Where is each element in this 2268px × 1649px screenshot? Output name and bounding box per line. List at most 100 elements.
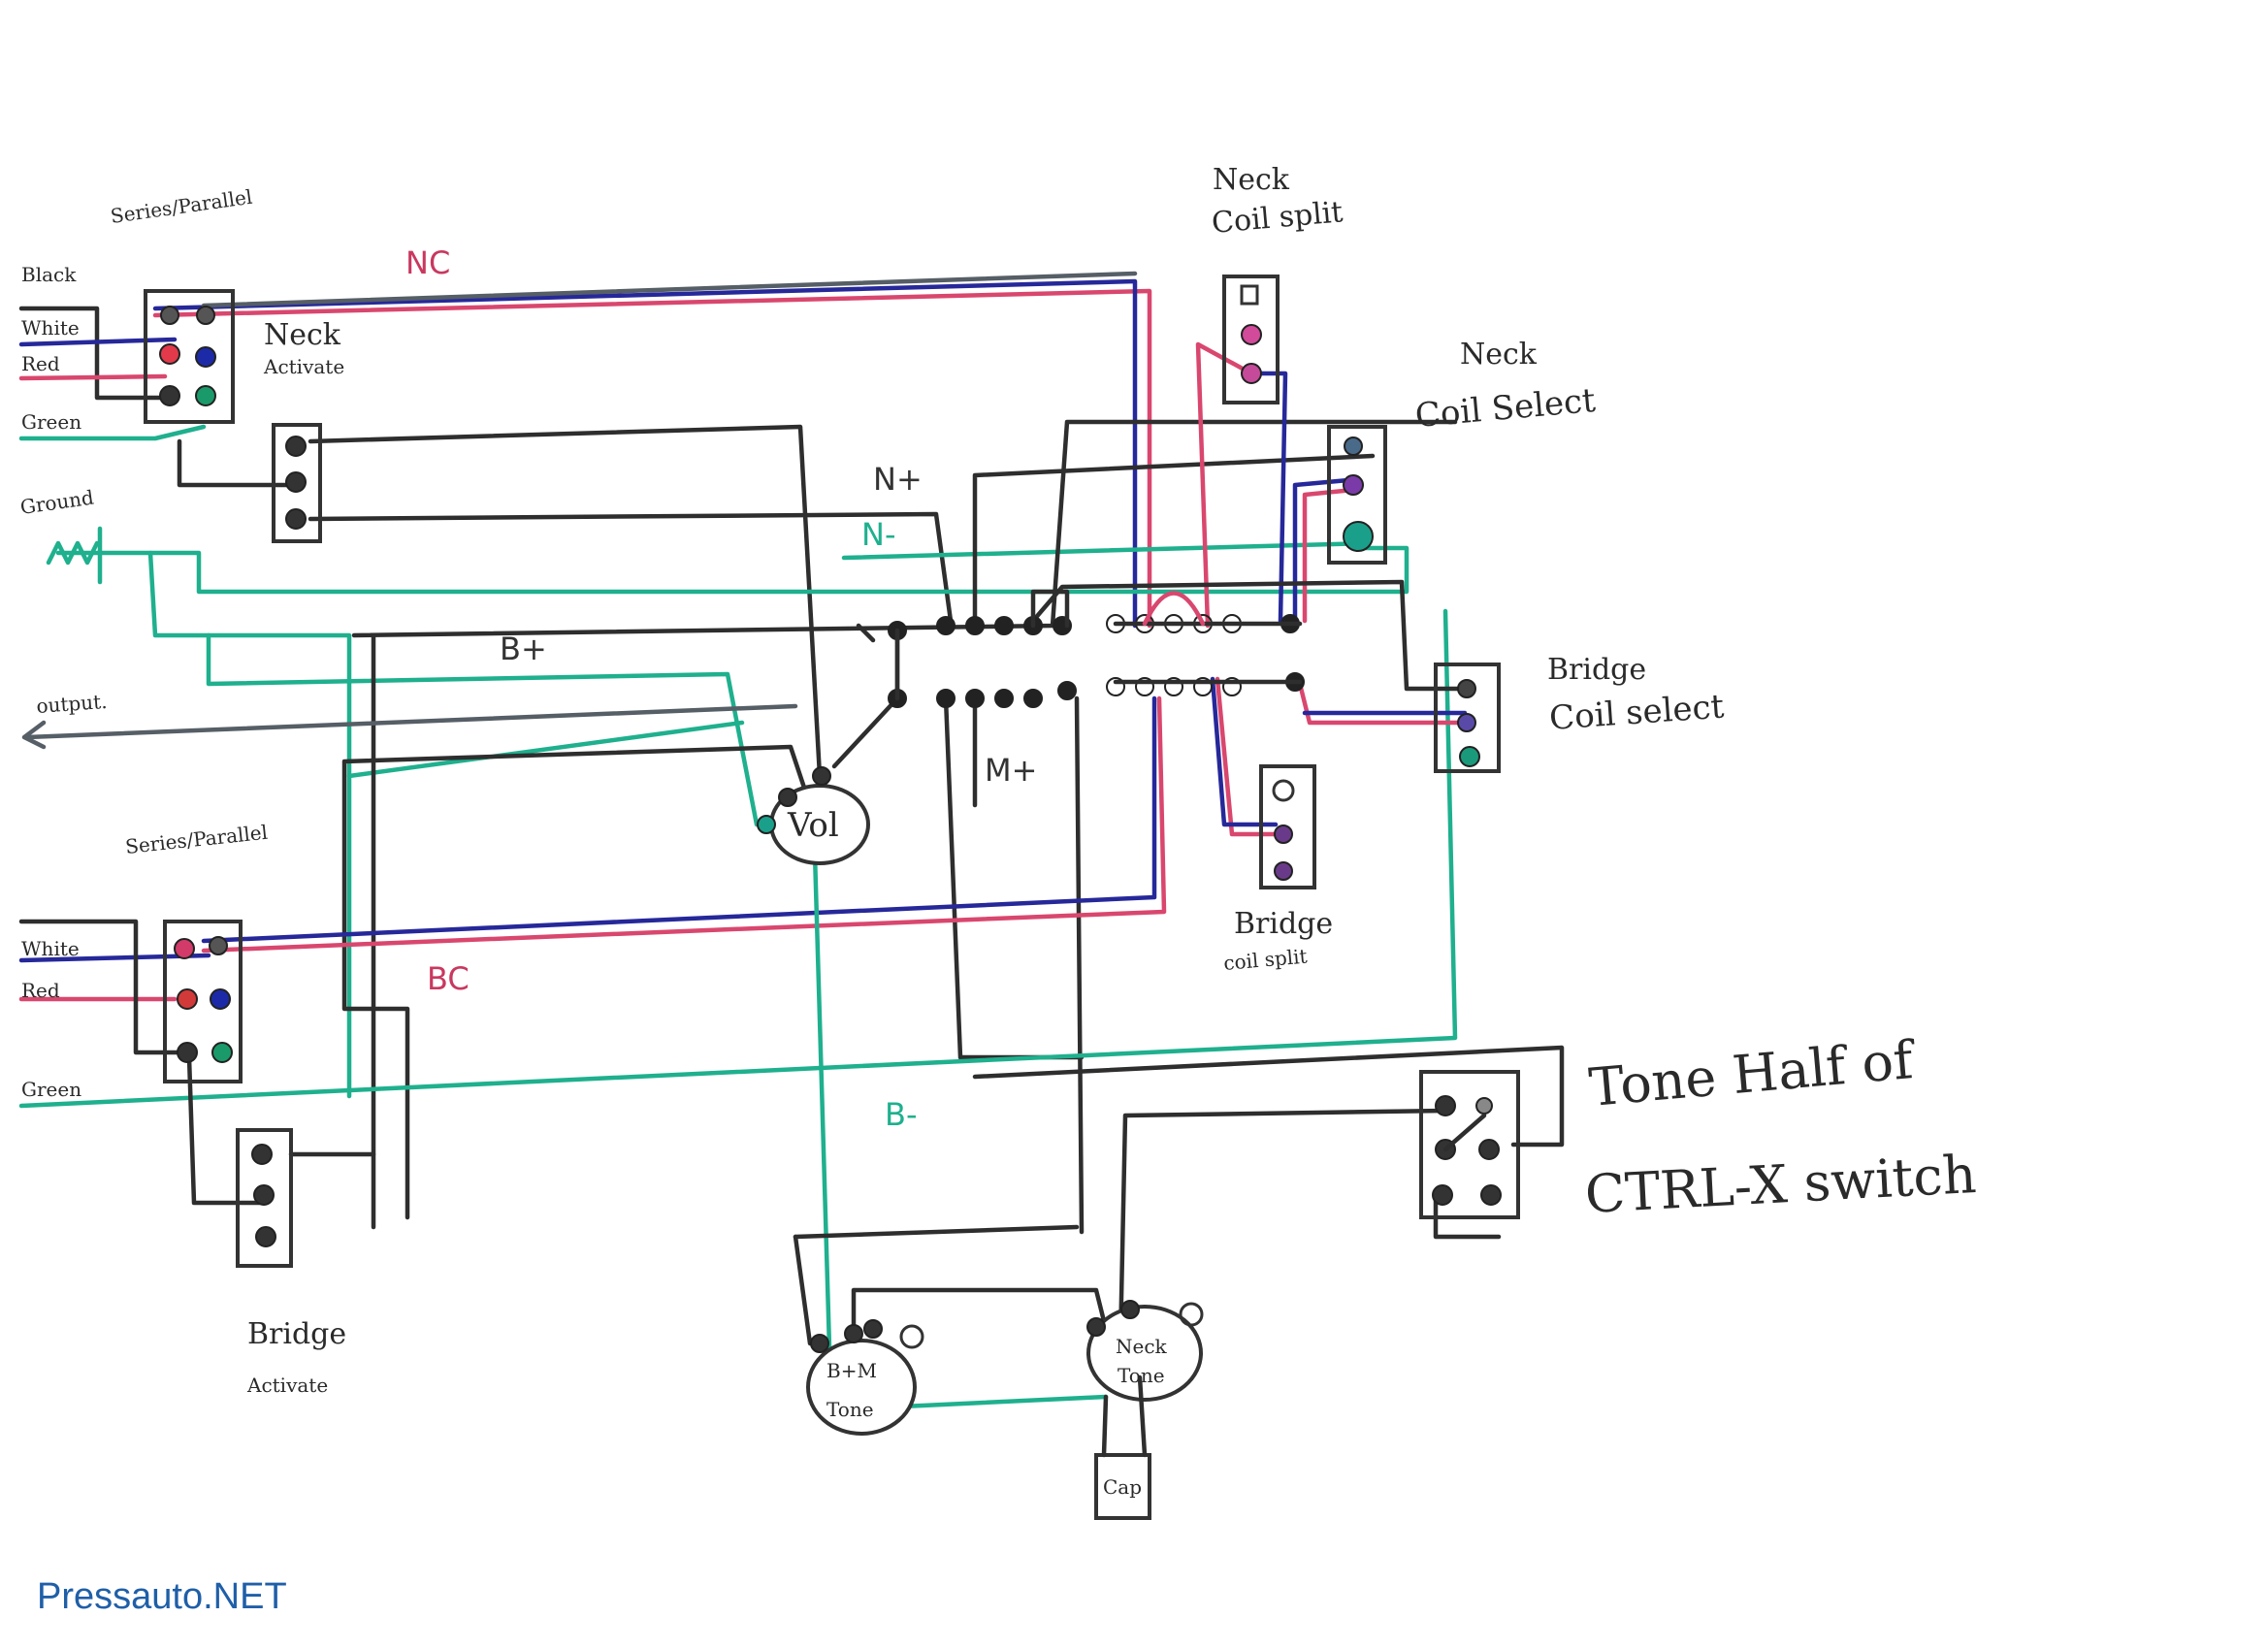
cap-label: Cap: [1103, 1475, 1142, 1499]
n-minus-wire: [841, 540, 1371, 561]
neck-split-pink: [1195, 341, 1254, 629]
lug-pink: [1241, 324, 1262, 345]
b-minus-wire: [972, 1045, 1565, 1148]
neck-tone-pot: [1086, 1305, 1203, 1402]
lug-purple: [1457, 713, 1476, 732]
lug-gray: [209, 936, 228, 955]
lug-black: [1435, 1095, 1456, 1116]
pot-lug: [863, 1319, 883, 1339]
pot-lug-green: [757, 815, 776, 834]
ground-green-2: [147, 550, 352, 1099]
selector-lug: [994, 689, 1014, 708]
neck-activate-black-1: [308, 424, 823, 779]
selector-loop: [1030, 589, 1070, 629]
lug-empty: [1240, 284, 1259, 306]
lug-gray: [1475, 1097, 1493, 1115]
lug-red: [177, 988, 198, 1010]
pot-lug-empty: [899, 1324, 924, 1349]
ctrl-x-link: [1442, 1113, 1487, 1152]
neck-coil-split-label-1: Neck: [1213, 163, 1290, 197]
bridge-black-long: [341, 744, 808, 1220]
ground-label: Ground: [18, 486, 95, 519]
bc-wire-blue: [201, 695, 1157, 944]
lug-black: [159, 385, 180, 406]
nc-label: NC: [405, 244, 450, 281]
bridge-activate-switch: [236, 1128, 293, 1268]
b-plus-wire: [351, 419, 1458, 638]
lug-blue: [210, 988, 231, 1010]
harness-green-top: [18, 424, 207, 441]
tone-half-label-1: Tone Half of: [1587, 1029, 1920, 1118]
bc-label: BC: [427, 960, 470, 997]
lug-purple: [1343, 474, 1364, 496]
series-parallel-top-switch: [144, 289, 235, 424]
neck-select-pink: [1302, 487, 1356, 624]
bridge-coil-split-label-1: Bridge: [1234, 907, 1333, 941]
n-minus-label: N-: [861, 516, 895, 553]
pickup-selector: [888, 589, 1305, 708]
switch-n-plus: [972, 453, 1376, 629]
neck-split-blue: [1258, 371, 1288, 624]
lug-gray: [160, 306, 179, 325]
bridge-activate-label-2: Activate: [246, 1374, 328, 1397]
lug-black: [251, 1144, 273, 1165]
lug-purple: [1274, 824, 1293, 844]
tone-switch-bottom: [1433, 1195, 1502, 1240]
bm-tone-label-2: Tone: [826, 1398, 874, 1421]
wire-label-black: Black: [21, 263, 77, 286]
cap-lead: [1137, 1374, 1148, 1458]
bridge-coil-select-switch: [1434, 663, 1501, 773]
capacitor: [1094, 1453, 1151, 1520]
neck-activate-label-2: Activate: [263, 355, 344, 378]
lug-purple: [1274, 861, 1293, 881]
lug-black: [177, 1042, 198, 1063]
ground-zigzag: [46, 540, 100, 566]
selector-lug: [936, 689, 956, 708]
selector-lug: [1135, 677, 1154, 696]
neck-coil-select-label-1: Neck: [1460, 338, 1538, 372]
bridge-split-blue: [1210, 676, 1279, 827]
output-label: output.: [36, 690, 109, 718]
neck-activate-label-1: Neck: [264, 318, 341, 352]
wire-label-green-bottom: Green: [21, 1078, 81, 1101]
lug-black: [255, 1226, 276, 1247]
neck-tone-label-2: Tone: [1118, 1364, 1165, 1387]
selector-lug: [994, 616, 1014, 635]
bridge-select-pink: [1297, 681, 1468, 726]
pot-lug: [1120, 1300, 1140, 1319]
pot-lug: [812, 766, 831, 786]
bridge-coil-split-switch: [1259, 764, 1316, 889]
neck-tone-label-1: Neck: [1116, 1335, 1168, 1358]
output-wire: [24, 703, 798, 740]
lug-black: [1478, 1139, 1500, 1160]
lug-gray: [196, 306, 215, 325]
bc-wire-black: [856, 623, 876, 643]
bm-tone-label-1: B+M: [826, 1359, 877, 1382]
lug-black: [285, 471, 307, 493]
pot-lug-empty: [1179, 1302, 1204, 1327]
lug-green: [195, 385, 216, 406]
lug-gray-blue: [1344, 436, 1363, 456]
harness-green-bottom: [18, 608, 1458, 1109]
neck-black-junction: [177, 438, 294, 488]
selector-lug: [1164, 677, 1183, 696]
bc-wire-pink: [201, 695, 1167, 954]
ground-green-1: [55, 545, 1409, 595]
ground-green-4: [346, 720, 745, 779]
tone-link-green: [899, 1394, 1109, 1409]
bridge-activate-label-1: Bridge: [247, 1317, 346, 1351]
tone-switch-wire: [1118, 1108, 1448, 1346]
series-parallel-top-label: Series/Parallel: [109, 185, 253, 228]
bridge-select-black: [1030, 579, 1468, 692]
lug-pink: [174, 938, 195, 959]
lug-green: [211, 1042, 233, 1063]
neck-coil-split-switch: [1222, 275, 1280, 404]
harness-red-top: [18, 373, 168, 381]
lug-black: [1480, 1184, 1502, 1206]
wire-label-red: Red: [21, 352, 60, 375]
bm-tone-pot: [806, 1339, 917, 1436]
wire-label-white: White: [21, 316, 80, 340]
lug-empty: [1272, 779, 1295, 802]
nc-wire-gray: [201, 271, 1138, 308]
